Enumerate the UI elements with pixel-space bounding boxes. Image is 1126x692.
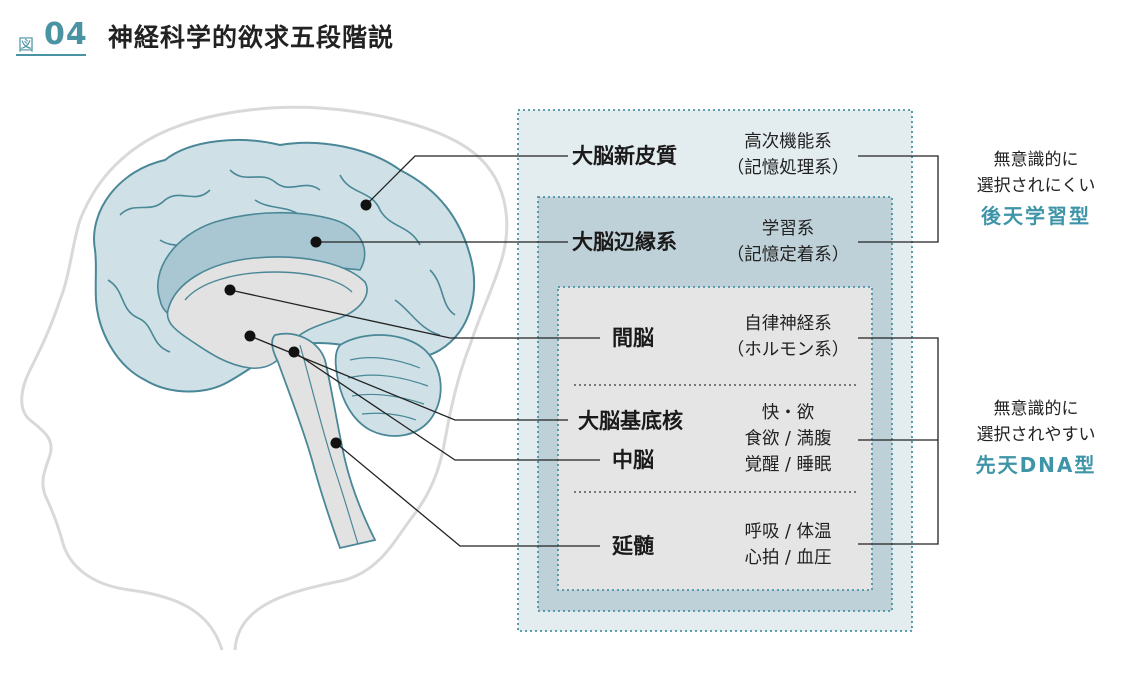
figure-header: 図 04 神経科学的欲求五段階説	[16, 12, 476, 58]
function-line: 高次機能系	[744, 132, 832, 152]
function-label-diencephalon: 自律神経系 （ホルモン系）	[720, 311, 856, 363]
function-line: 自律神経系	[744, 314, 832, 334]
region-label-midbrain: 中脳	[612, 448, 654, 472]
head-silhouette	[20, 105, 509, 651]
region-label-limbic: 大脳辺縁系	[572, 230, 677, 254]
bracket-lines	[858, 155, 939, 545]
region-label-medulla: 延髄	[612, 534, 654, 558]
cerebellum	[334, 334, 442, 437]
group-line: 無意識的に	[993, 399, 1079, 419]
figure-tag-underline	[16, 54, 86, 56]
group-label-upper: 無意識的に 選択されにくい 後天学習型	[952, 147, 1120, 229]
figure-tag-prefix: 図	[18, 35, 35, 54]
figure-title: 神経科学的欲求五段階説	[108, 23, 395, 52]
function-line: （ホルモン系）	[726, 340, 850, 360]
inner-box	[557, 286, 873, 591]
group-label-lower: 無意識的に 選択されやすい 先天DNA型	[952, 396, 1120, 478]
connector-lines	[229, 155, 600, 547]
function-label-limbic: 学習系 （記憶定着系）	[720, 216, 856, 268]
group-line: 選択されにくい	[976, 176, 1096, 196]
inner-brain	[166, 256, 368, 370]
group-line: 選択されやすい	[976, 425, 1096, 445]
function-line: 食欲 / 満腹	[744, 429, 832, 449]
function-line: 学習系	[761, 219, 815, 239]
group-type-acquired: 後天学習型	[981, 204, 1091, 228]
function-line: 呼吸 / 体温	[744, 522, 832, 542]
group-line: 無意識的に	[993, 150, 1079, 170]
function-line: （記憶処理系）	[726, 158, 850, 178]
region-label-basal-ganglia: 大脳基底核	[578, 409, 683, 433]
function-label-medulla: 呼吸 / 体温 心拍 / 血圧	[720, 519, 856, 571]
function-label-neocortex: 高次機能系 （記憶処理系）	[720, 129, 856, 181]
brainstem	[271, 332, 377, 550]
function-label-basal-midbrain: 快・欲 食欲 / 満腹 覚醒 / 睡眠	[720, 400, 856, 478]
group-type-innate: 先天DNA型	[975, 453, 1097, 477]
figure-tag-number: 04	[44, 17, 88, 52]
function-line: （記憶定着系）	[726, 245, 850, 265]
function-line: 快・欲	[761, 403, 815, 423]
region-label-neocortex: 大脳新皮質	[572, 144, 677, 168]
function-line: 心拍 / 血圧	[744, 548, 832, 568]
region-label-diencephalon: 間脳	[612, 326, 654, 350]
function-line: 覚醒 / 睡眠	[744, 455, 832, 475]
connector-dots	[224, 199, 372, 449]
